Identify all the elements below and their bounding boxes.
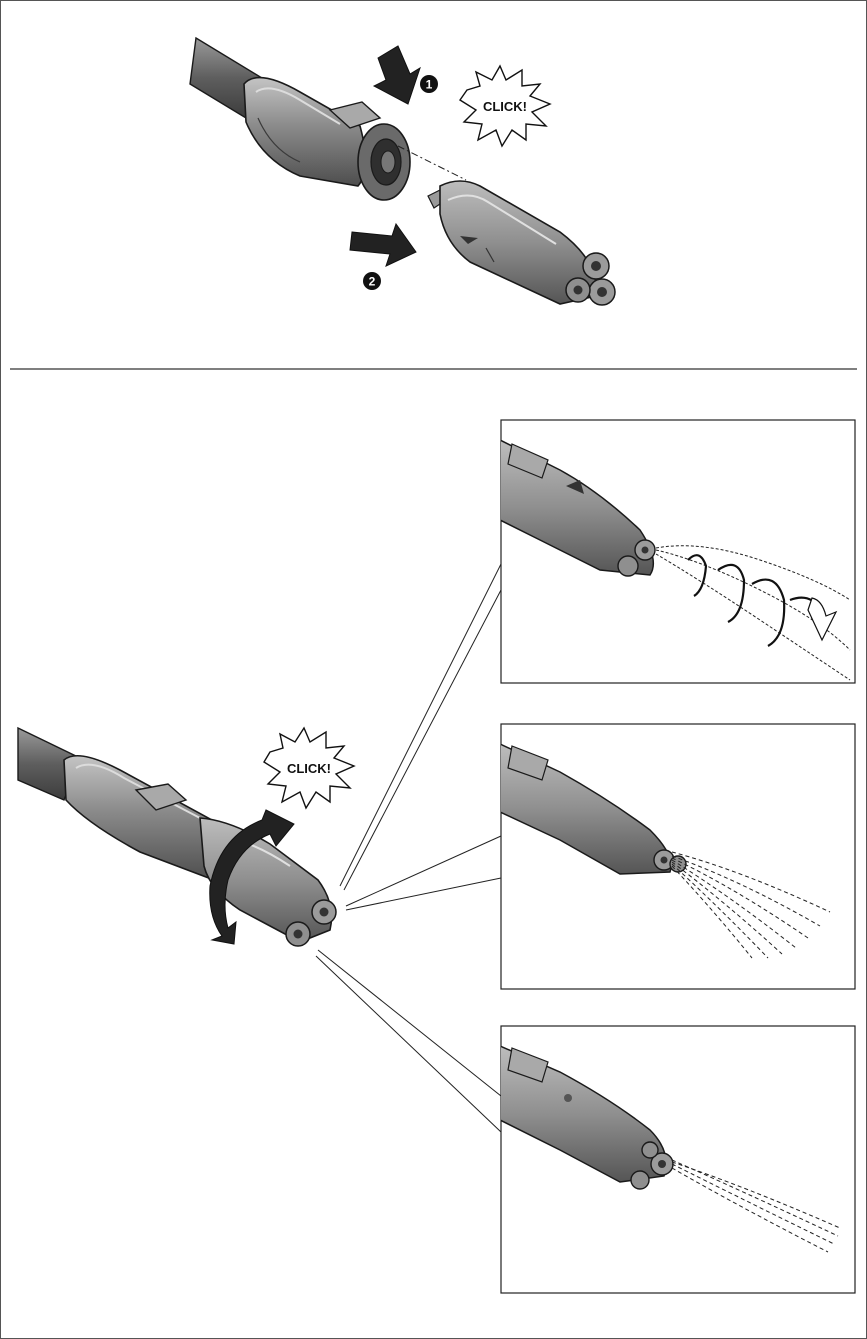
lance-coupling <box>244 78 410 200</box>
bottom-panel: CLICK! <box>18 420 855 1293</box>
top-panel: 1 2 CLICK! <box>190 38 615 305</box>
callout-lines <box>316 564 501 1132</box>
nozzle-attachment <box>428 181 615 305</box>
inset-rotating-jet <box>500 420 855 683</box>
inset-fan-jet <box>500 724 855 989</box>
step-1-label: 1 <box>426 78 433 92</box>
press-arrow <box>374 46 420 104</box>
click-text-top: CLICK! <box>483 99 527 114</box>
click-text-bottom: CLICK! <box>287 761 331 776</box>
insert-arrow <box>350 224 416 266</box>
inset-pencil-jet <box>500 1026 855 1293</box>
step-2-label: 2 <box>369 275 376 289</box>
